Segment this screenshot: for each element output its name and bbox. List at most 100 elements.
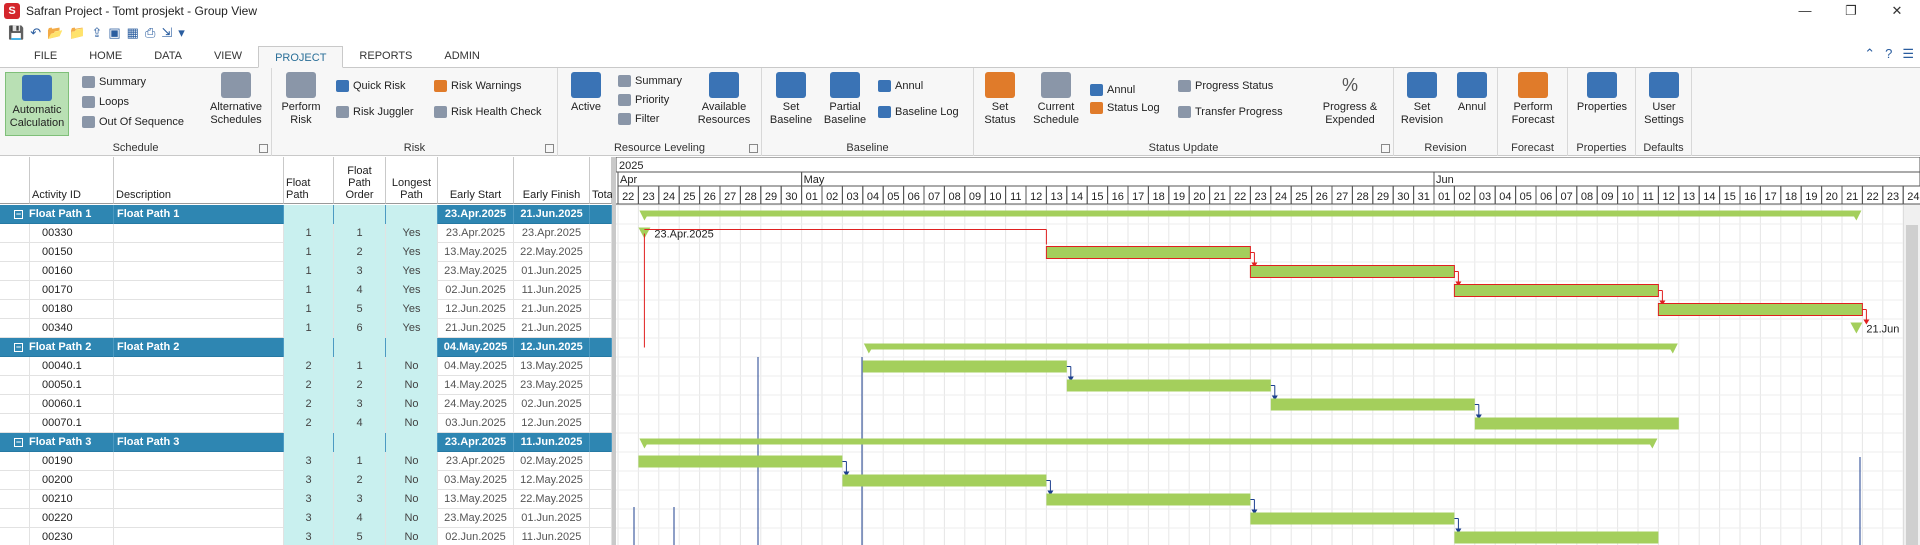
perform-forecast-button[interactable]: Perform Forecast: [1504, 72, 1562, 127]
open-icon[interactable]: 📁: [69, 25, 86, 40]
baseline-annul-button[interactable]: Annul: [878, 80, 923, 92]
collapse-icon[interactable]: −: [14, 436, 23, 447]
row-selector[interactable]: [0, 224, 30, 243]
row-selector[interactable]: [0, 262, 30, 281]
tab-reports[interactable]: REPORTS: [359, 50, 413, 62]
risk-health-check-button[interactable]: Risk Health Check: [434, 106, 541, 118]
active-button[interactable]: Active: [566, 72, 606, 114]
preview-icon[interactable]: ⎙: [144, 25, 156, 40]
vertical-scrollbar[interactable]: [1903, 205, 1920, 545]
progress-expended-button[interactable]: % Progress & Expended: [1314, 72, 1386, 127]
user-settings-button[interactable]: User Settings: [1640, 72, 1688, 127]
status-annul-button[interactable]: Annul: [1090, 84, 1135, 96]
col-float-path[interactable]: Float Path: [284, 157, 334, 204]
available-resources-button[interactable]: Available Resources: [694, 72, 754, 127]
set-status-button[interactable]: Set Status: [978, 72, 1022, 127]
resource-leveling-launcher-icon[interactable]: [749, 144, 758, 153]
col-early-start[interactable]: Early Start: [438, 157, 514, 204]
row-selector[interactable]: [0, 452, 30, 471]
tab-file[interactable]: FILE: [34, 50, 58, 62]
row-selector[interactable]: [0, 509, 30, 528]
menu-icon[interactable]: ☰: [1902, 46, 1914, 61]
collapse-icon[interactable]: −: [14, 341, 23, 352]
partial-baseline-button[interactable]: Partial Baseline: [820, 72, 870, 127]
leveling-summary-button[interactable]: Summary: [618, 75, 682, 87]
col-longest-path[interactable]: Longest Path: [386, 157, 438, 204]
row-selector[interactable]: [0, 395, 30, 414]
tab-data[interactable]: DATA: [154, 50, 182, 62]
status-update-launcher-icon[interactable]: [1381, 144, 1390, 153]
col-description[interactable]: Description: [114, 157, 284, 204]
filter-button[interactable]: Filter: [618, 113, 659, 125]
scrollbar-thumb[interactable]: [1906, 225, 1918, 545]
current-schedule-button[interactable]: Current Schedule: [1028, 72, 1084, 127]
priority-button[interactable]: Priority: [618, 94, 669, 106]
collapse-ribbon-icon[interactable]: ⌃: [1864, 46, 1876, 61]
row-selector[interactable]: [0, 414, 30, 433]
alternative-schedules-button[interactable]: Alternative Schedules: [204, 72, 268, 127]
export-icon[interactable]: ⇲: [161, 25, 173, 40]
grid-gantt-splitter[interactable]: [612, 157, 616, 545]
minimize-button[interactable]: —: [1798, 3, 1812, 18]
tab-view[interactable]: VIEW: [213, 50, 243, 62]
disk-icon[interactable]: ▣: [108, 25, 121, 40]
row-selector[interactable]: [0, 471, 30, 490]
summary-button[interactable]: Summary: [82, 76, 146, 88]
save-icon[interactable]: 💾: [8, 25, 25, 40]
out-of-sequence-button[interactable]: Out Of Sequence: [82, 116, 184, 128]
restore-button[interactable]: ❐: [1845, 3, 1857, 18]
quick-risk-button[interactable]: Quick Risk: [336, 80, 406, 92]
revision-annul-button[interactable]: Annul: [1450, 72, 1494, 114]
row-selector[interactable]: [0, 376, 30, 395]
risk-launcher-icon[interactable]: [545, 144, 554, 153]
undo-icon[interactable]: ↶: [30, 25, 42, 40]
import-icon[interactable]: ⇪: [91, 25, 103, 40]
row-selector[interactable]: [0, 300, 30, 319]
loops-button[interactable]: Loops: [82, 96, 129, 108]
baseline-log-button[interactable]: Baseline Log: [878, 106, 959, 118]
col-total-float[interactable]: Tota: [590, 157, 612, 204]
col-float-path-order[interactable]: Float Path Order: [334, 157, 386, 204]
set-baseline-button[interactable]: Set Baseline: [766, 72, 816, 127]
folder-icon[interactable]: 📂: [47, 25, 64, 40]
set-revision-button[interactable]: Set Revision: [1400, 72, 1444, 127]
progress-status-button[interactable]: Progress Status: [1178, 80, 1273, 92]
col-early-finish[interactable]: Early Finish: [514, 157, 590, 204]
tab-home[interactable]: HOME: [89, 50, 123, 62]
collapse-icon[interactable]: −: [14, 208, 23, 219]
tab-admin[interactable]: ADMIN: [444, 50, 480, 62]
row-selector[interactable]: [0, 528, 30, 545]
status-log-button[interactable]: Status Log: [1090, 102, 1160, 114]
tab-project[interactable]: PROJECT: [258, 46, 344, 68]
row-selector[interactable]: [0, 319, 30, 338]
risk-juggler-button[interactable]: Risk Juggler: [336, 106, 414, 118]
row-selector[interactable]: [0, 357, 30, 376]
properties-button[interactable]: Properties: [1572, 72, 1632, 114]
row-selector[interactable]: [0, 243, 30, 262]
close-button[interactable]: ✕: [1891, 3, 1903, 18]
risk-warnings-button[interactable]: Risk Warnings: [434, 80, 522, 92]
help-icon[interactable]: ?: [1885, 46, 1893, 61]
customize-qat-icon[interactable]: ▾: [178, 25, 185, 40]
row-selector[interactable]: [0, 281, 30, 300]
perform-risk-button[interactable]: Perform Risk: [276, 72, 326, 127]
schedule-launcher-icon[interactable]: [259, 144, 268, 153]
